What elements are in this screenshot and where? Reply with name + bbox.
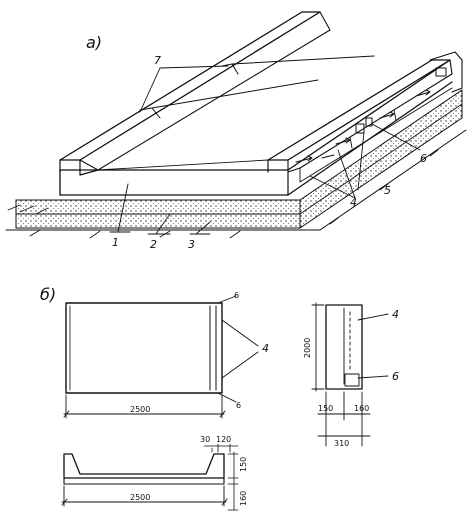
plan-callout-4: 4 — [262, 342, 269, 355]
section-dim-150: 150 — [239, 457, 248, 472]
callout-6: 6 — [420, 152, 427, 165]
side-dim-left: 150 — [318, 404, 333, 413]
plan-callout-6-bottom: 6 — [236, 401, 241, 410]
callout-4: 4 — [350, 196, 357, 209]
side-callout-6: 6 — [392, 370, 399, 383]
plan-view — [63, 295, 259, 419]
section-dim-30: 30 — [200, 435, 210, 444]
side-view — [311, 302, 389, 447]
section-dim-160: 160 — [239, 491, 248, 506]
base-layer — [15, 89, 463, 229]
plan-callout-6-top: 6 — [234, 291, 239, 300]
side-height-dim: 2000 — [303, 338, 312, 358]
callout-2: 2 — [150, 238, 157, 251]
isometric-view — [5, 11, 467, 239]
section-a-label: а) — [86, 33, 102, 52]
callout-7: 7 — [154, 54, 161, 67]
callout-1: 1 — [112, 236, 119, 249]
section-b-label: б) — [40, 285, 56, 304]
section-dim-120: 120 — [216, 435, 231, 444]
section-width-dim: 2500 — [130, 493, 150, 502]
side-callout-4: 4 — [392, 308, 399, 321]
side-dim-right: 160 — [354, 404, 369, 413]
cross-section-view — [61, 443, 239, 511]
plan-width-dim: 2500 — [130, 405, 150, 414]
callout-5: 5 — [384, 184, 391, 197]
callout-3: 3 — [188, 238, 195, 251]
side-dim-total: 310 — [334, 439, 349, 448]
